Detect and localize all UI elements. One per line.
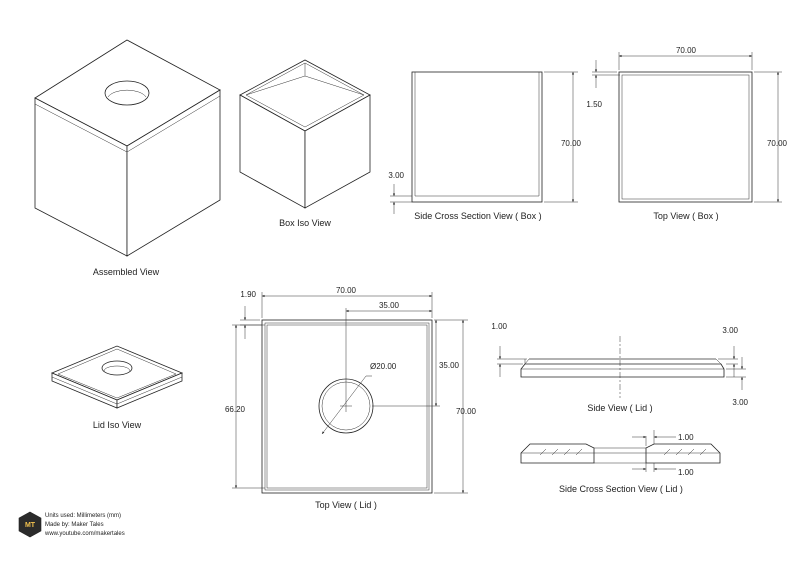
box-side-section-view: 70.00 3.00 Side Cross Section View ( Box… bbox=[388, 71, 582, 221]
lid-half-vertical-dim: 35.00 bbox=[439, 361, 460, 370]
lid-side-top-dim: 3.00 bbox=[722, 326, 738, 335]
lid-section-bottom-dim: 1.00 bbox=[678, 468, 694, 477]
lid-side-left-dim: 1.00 bbox=[491, 322, 507, 331]
info-block: MT Units used: Millimeters (mm) Made by:… bbox=[18, 511, 125, 538]
lid-top-view: 70.00 35.00 1.90 66.20 35.00 70.00 Ø20.0… bbox=[225, 286, 477, 510]
box-iso-view: Box Iso View bbox=[239, 59, 371, 228]
lid-height-dim: 70.00 bbox=[456, 407, 477, 416]
made-by-text: Made by: Maker Tales bbox=[45, 522, 104, 528]
lid-iso-view: Lid Iso View bbox=[50, 345, 184, 430]
box-section-wall-dim: 3.00 bbox=[388, 171, 404, 180]
logo-letters: MT bbox=[25, 522, 36, 529]
box-side-section-caption: Side Cross Section View ( Box ) bbox=[414, 211, 541, 221]
lid-side-view-caption: Side View ( Lid ) bbox=[587, 403, 652, 413]
box-iso-view-caption: Box Iso View bbox=[279, 218, 331, 228]
box-top-width-dim: 70.00 bbox=[676, 46, 697, 55]
section-hatching bbox=[539, 448, 707, 456]
units-text: Units used: Millimeters (mm) bbox=[45, 513, 121, 519]
maker-tales-logo-icon bbox=[18, 511, 42, 538]
box-section-height-dim: 70.00 bbox=[561, 139, 582, 148]
assembled-view: Assembled View bbox=[34, 39, 221, 277]
lid-side-bottom-dim: 3.00 bbox=[732, 398, 748, 407]
lid-side-section-caption: Side Cross Section View ( Lid ) bbox=[559, 484, 683, 494]
lid-inner-dim: 66.20 bbox=[225, 405, 246, 414]
lid-iso-view-caption: Lid Iso View bbox=[93, 420, 142, 430]
lid-diameter-dim: Ø20.00 bbox=[370, 362, 397, 371]
lid-width-dim: 70.00 bbox=[336, 286, 357, 295]
lid-side-view: 1.00 3.00 3.00 Side View ( Lid ) bbox=[491, 322, 748, 413]
lid-rim-dim: 1.90 bbox=[240, 290, 256, 299]
lid-section-top-dim: 1.00 bbox=[678, 433, 694, 442]
box-top-height-dim: 70.00 bbox=[767, 139, 788, 148]
box-top-view: 70.00 70.00 1.50 Top View ( Box ) bbox=[586, 46, 787, 221]
assembled-view-caption: Assembled View bbox=[93, 267, 160, 277]
box-top-view-caption: Top View ( Box ) bbox=[653, 211, 718, 221]
website-text: www.youtube.com/makertales bbox=[44, 531, 125, 537]
lid-top-view-caption: Top View ( Lid ) bbox=[315, 500, 377, 510]
box-top-wall-dim: 1.50 bbox=[586, 100, 602, 109]
lid-side-section-view: 1.00 1.00 Side Cross Section View ( Lid … bbox=[520, 430, 721, 494]
lid-half-dim: 35.00 bbox=[379, 301, 400, 310]
